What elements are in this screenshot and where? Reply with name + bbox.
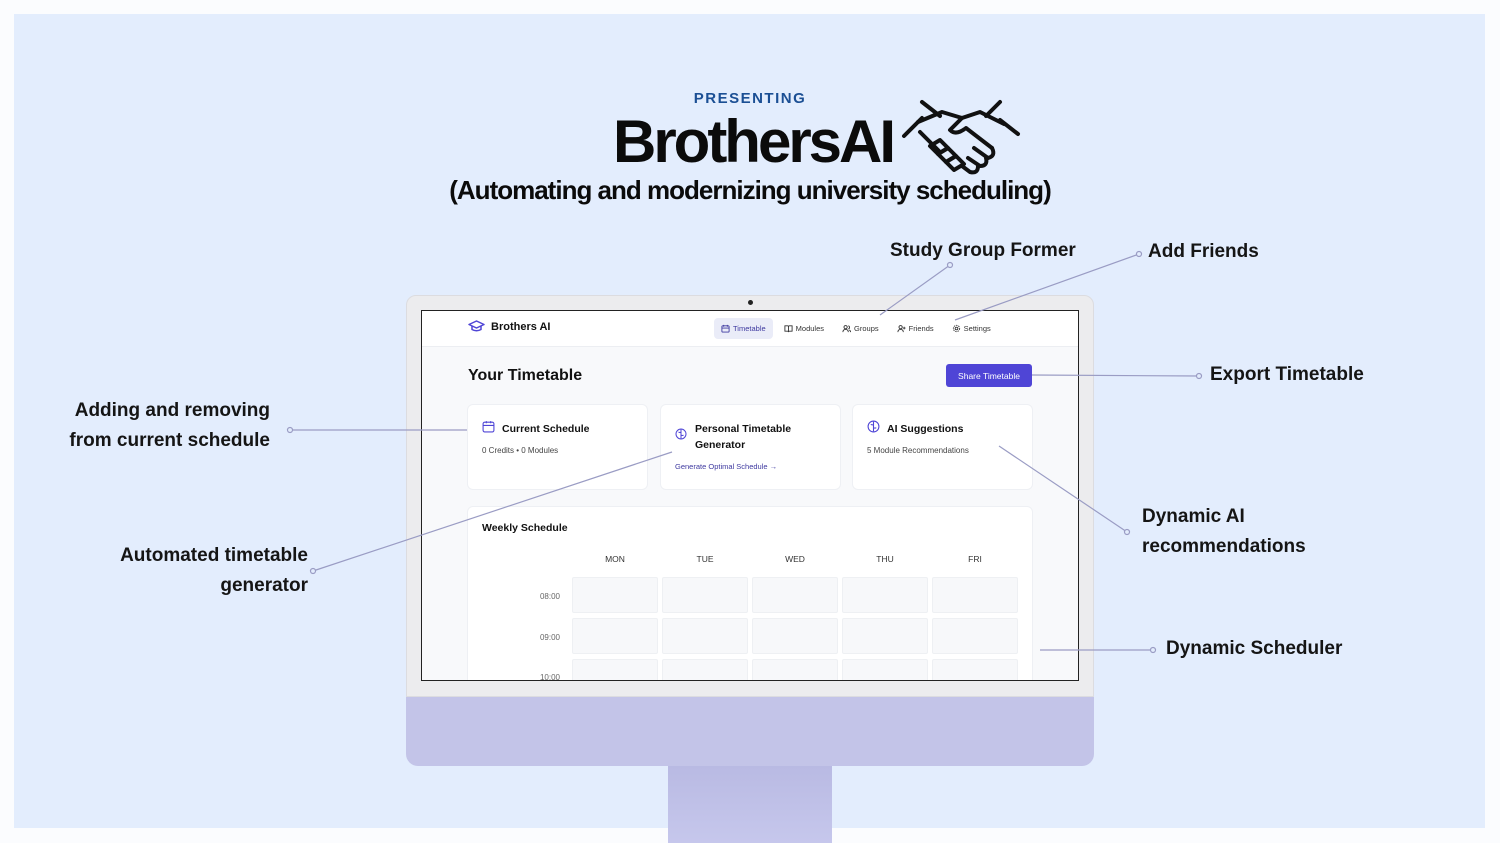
app-logo-text: Brothers AI <box>491 320 551 333</box>
day-header-tue: TUE <box>696 554 714 564</box>
card-current-schedule[interactable]: Current Schedule 0 Credits • 0 Modules <box>468 405 647 489</box>
card-current-schedule-title: Current Schedule <box>502 423 590 435</box>
schedule-cell-fri-0900[interactable] <box>932 618 1018 654</box>
weekly-schedule-title: Weekly Schedule <box>482 522 568 534</box>
time-label-1000: 10:00 <box>539 673 560 681</box>
brain-icon <box>675 428 687 440</box>
time-label-0800: 08:00 <box>539 592 560 601</box>
card-ai-suggestions-title: AI Suggestions <box>887 423 964 435</box>
schedule-cell-tue-0900[interactable] <box>662 618 748 654</box>
nav-settings[interactable]: Settings <box>945 318 998 339</box>
annotation-study-group: Study Group Former <box>890 240 1076 261</box>
schedule-cell-mon-0900[interactable] <box>572 618 658 654</box>
annotation-auto-line2: generator <box>220 575 308 596</box>
nav-settings-label: Settings <box>963 324 991 333</box>
calendar-icon <box>482 421 495 433</box>
handshake-icon <box>902 100 1020 175</box>
schedule-cell-thu-1000[interactable] <box>842 659 928 680</box>
annotation-adding-removing: Adding and removing from current schedul… <box>20 396 270 456</box>
gear-icon <box>952 324 960 333</box>
schedule-cell-wed-0800[interactable] <box>752 577 838 613</box>
monitor-stand <box>668 766 832 843</box>
schedule-cell-thu-0800[interactable] <box>842 577 928 613</box>
card-ai-suggestions-sub: 5 Module Recommendations <box>867 446 969 455</box>
card-generator-title: Personal Timetable Generator <box>695 423 792 451</box>
annotation-dynamic-ai: Dynamic AI recommendations <box>1142 502 1306 562</box>
nav-modules[interactable]: Modules <box>777 318 831 339</box>
top-nav: Brothers AI Timetable Modules Groups Fri… <box>422 311 1078 347</box>
page-title: Your Timetable <box>468 367 583 384</box>
schedule-cell-wed-0900[interactable] <box>752 618 838 654</box>
annotation-adding-line2: from current schedule <box>69 430 270 451</box>
card-timetable-generator[interactable]: Personal Timetable Generator Generate Op… <box>661 405 840 489</box>
monitor-chin <box>406 697 1094 766</box>
schedule-cell-tue-1000[interactable] <box>662 659 748 680</box>
calendar-icon <box>721 324 730 333</box>
brain-icon <box>867 420 880 433</box>
annotation-auto-line1: Automated timetable <box>120 545 308 566</box>
nav-timetable[interactable]: Timetable <box>714 318 773 339</box>
schedule-cell-mon-0800[interactable] <box>572 577 658 613</box>
card-current-schedule-sub: 0 Credits • 0 Modules <box>482 446 559 455</box>
graduation-cap-icon <box>468 320 485 332</box>
nav-groups[interactable]: Groups <box>835 318 886 339</box>
share-timetable-button[interactable]: Share Timetable <box>946 364 1032 387</box>
time-label-0900: 09:00 <box>539 633 560 642</box>
schedule-cell-wed-1000[interactable] <box>752 659 838 680</box>
presenting-label: PRESENTING <box>693 90 807 107</box>
annotation-ai-line1: Dynamic AI <box>1142 506 1245 527</box>
subtitle: (Automating and modernizing university s… <box>449 175 1051 205</box>
nav-friends[interactable]: Friends <box>890 318 941 339</box>
day-header-fri: FRI <box>968 554 982 564</box>
day-header-mon: MON <box>605 554 625 564</box>
nav-groups-label: Groups <box>854 324 879 333</box>
annotation-add-friends: Add Friends <box>1148 241 1259 262</box>
app-logo[interactable]: Brothers AI <box>468 320 551 333</box>
card-ai-suggestions[interactable]: AI Suggestions 5 Module Recommendations <box>853 405 1032 489</box>
annotation-dynamic-scheduler: Dynamic Scheduler <box>1166 638 1343 659</box>
brand-title: BrothersAI <box>613 108 896 175</box>
user-plus-icon <box>897 325 906 333</box>
nav-modules-label: Modules <box>795 324 825 333</box>
book-icon <box>784 325 793 333</box>
annotation-automated-generator: Automated timetable generator <box>40 541 308 601</box>
nav-items: Timetable Modules Groups Friends Setting… <box>714 318 998 339</box>
day-header-thu: THU <box>876 554 894 564</box>
nav-friends-label: Friends <box>908 324 934 333</box>
nav-timetable-label: Timetable <box>733 324 766 333</box>
annotation-adding-line1: Adding and removing <box>74 400 270 421</box>
users-icon <box>842 325 852 333</box>
weekly-schedule: Weekly Schedule MON TUE WED THU FRI 08:0… <box>468 507 1032 681</box>
schedule-cell-tue-0800[interactable] <box>662 577 748 613</box>
schedule-cell-thu-0900[interactable] <box>842 618 928 654</box>
schedule-cell-fri-0800[interactable] <box>932 577 1018 613</box>
app-screen: Brothers AI Timetable Modules Groups Fri… <box>421 310 1079 681</box>
schedule-cell-mon-1000[interactable] <box>572 659 658 680</box>
day-header-wed: WED <box>785 554 805 564</box>
generate-optimal-schedule-link[interactable]: Generate Optimal Schedule → <box>675 462 778 471</box>
annotation-ai-line2: recommendations <box>1142 536 1306 557</box>
schedule-cell-fri-1000[interactable] <box>932 659 1018 680</box>
annotation-export: Export Timetable <box>1210 364 1364 385</box>
camera-dot <box>748 300 753 305</box>
